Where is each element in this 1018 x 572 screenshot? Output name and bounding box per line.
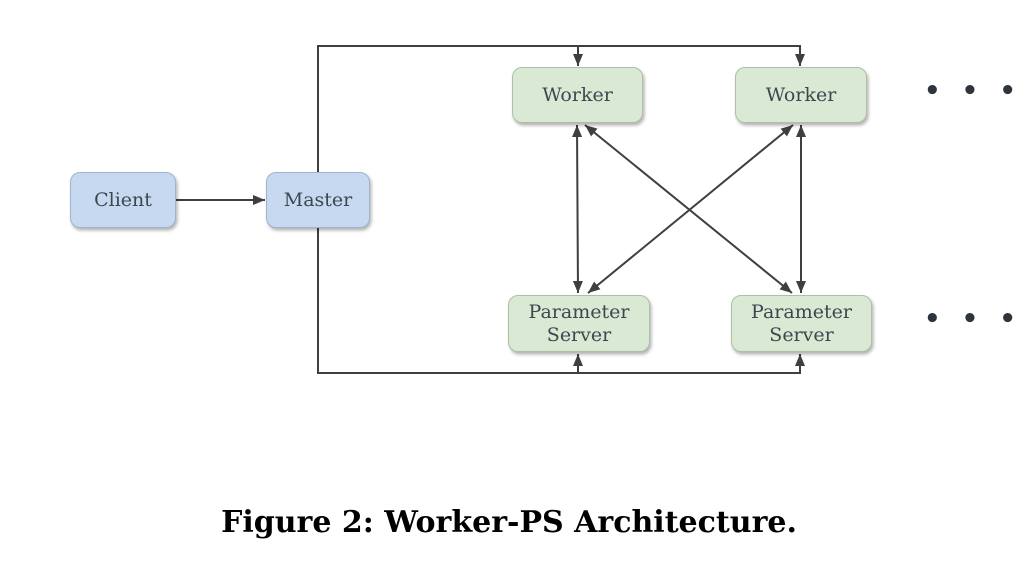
- edge-master-worker2: [317, 45, 805, 172]
- node-worker-2: Worker: [735, 67, 867, 123]
- edge-worker1-ps1: [572, 124, 583, 294]
- node-master: Master: [266, 172, 370, 228]
- node-client: Client: [70, 172, 176, 228]
- node-parameter-server-2-label: Parameter Server: [751, 300, 852, 346]
- ellipsis-more-workers: • • •: [924, 76, 1018, 106]
- node-worker-2-label: Worker: [765, 83, 837, 106]
- node-parameter-server-2: Parameter Server: [731, 295, 872, 352]
- node-parameter-server-1: Parameter Server: [508, 295, 650, 352]
- node-client-label: Client: [94, 188, 152, 211]
- ellipsis-more-parameter-servers: • • •: [924, 304, 1018, 334]
- edge-master-ps2: [317, 228, 805, 374]
- node-worker-1: Worker: [512, 67, 643, 123]
- node-parameter-server-1-label: Parameter Server: [528, 300, 630, 346]
- node-worker-1-label: Worker: [542, 83, 613, 106]
- edge-worker2-ps1: [587, 124, 794, 294]
- figure-caption: Figure 2: Worker-PS Architecture.: [221, 505, 797, 540]
- node-master-label: Master: [283, 188, 353, 211]
